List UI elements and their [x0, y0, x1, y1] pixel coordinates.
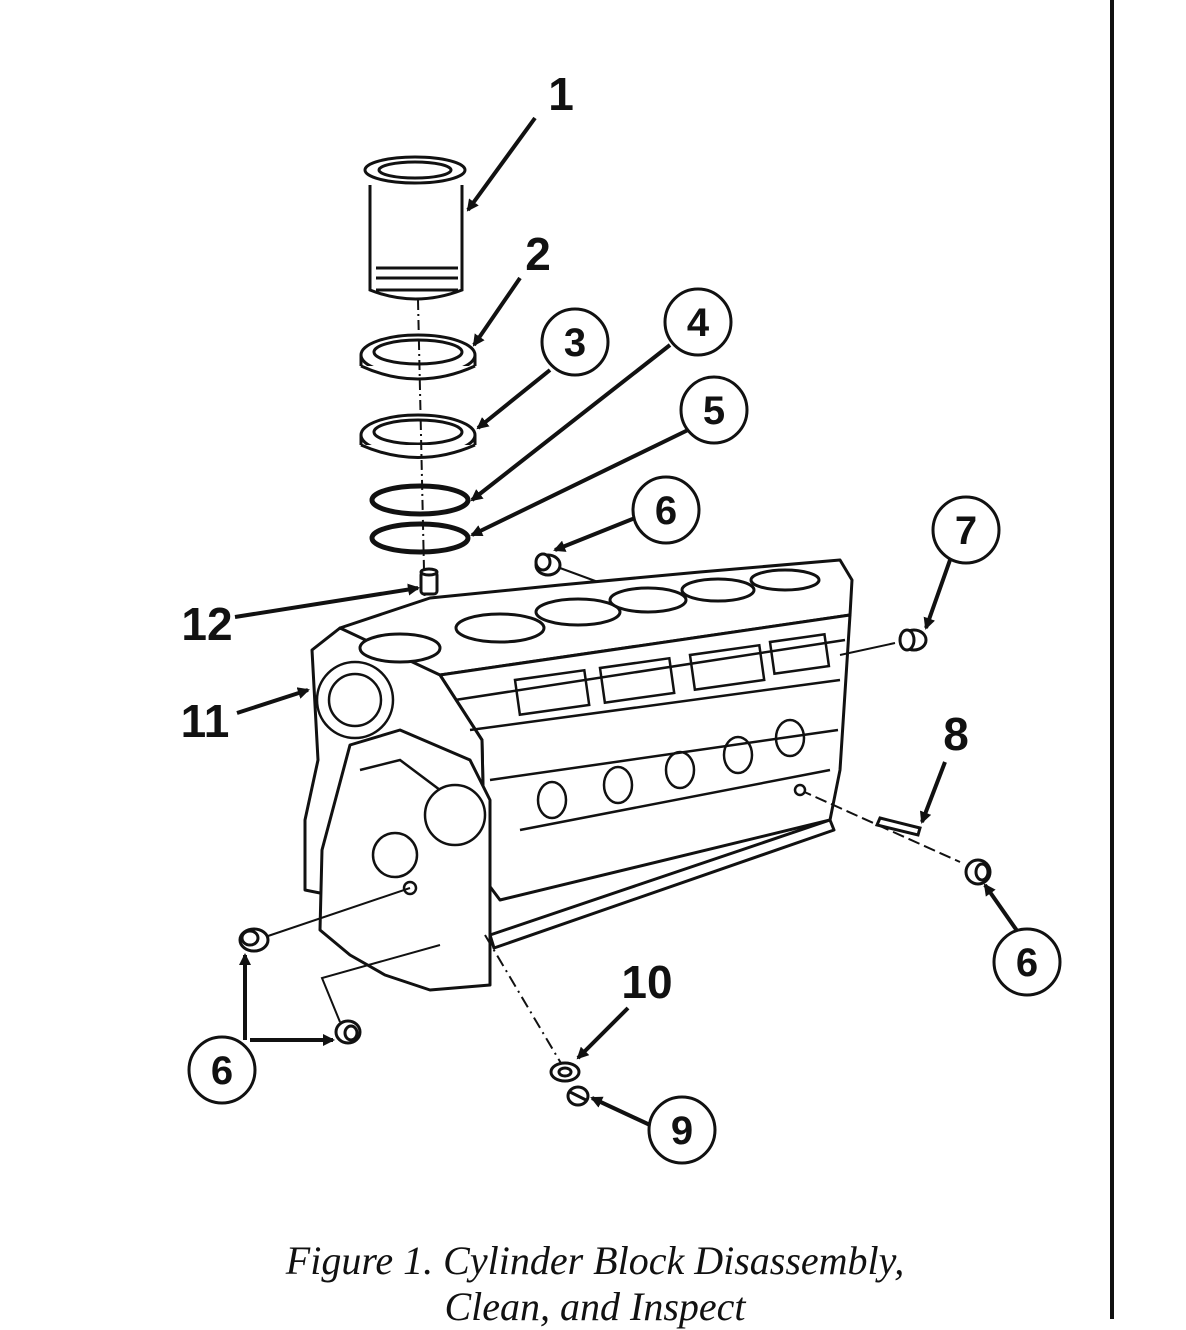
- dowel-pin: [419, 567, 439, 596]
- callout-6-right: 6: [992, 927, 1062, 997]
- callout-12: 12: [181, 598, 232, 650]
- plug-left-upper-leader: [267, 887, 411, 937]
- block-front-details: [315, 660, 487, 896]
- plug-top: [534, 552, 562, 577]
- sealing-washer: [549, 1061, 581, 1083]
- callout-6-right-label: 6: [1016, 941, 1038, 985]
- callout-8: 8: [943, 708, 969, 760]
- block-side-details: [454, 632, 846, 832]
- tube-dowel: [874, 816, 922, 837]
- o-ring-upper: [369, 483, 471, 517]
- callout-3-label: 3: [564, 321, 586, 365]
- callout-3: 3: [540, 307, 610, 377]
- callout-5: 5: [679, 375, 749, 445]
- cylinder-liner: [363, 155, 467, 301]
- callout-7: 7: [931, 495, 1001, 565]
- plug-left-upper: [238, 927, 270, 953]
- plug-left-lower-leader: [320, 944, 441, 1023]
- exploded-view-diagram: 1 2 3 4 5 6 7 8 6 12 11 10 9 6: [181, 68, 1062, 1165]
- plug-top-leader: [559, 567, 599, 583]
- callout-2: 2: [525, 228, 551, 280]
- callout-9-label: 9: [671, 1109, 693, 1153]
- callout-5-label: 5: [703, 389, 725, 433]
- part-9-10-leader: [484, 934, 566, 1071]
- callout-6-bottom-left-label: 6: [211, 1049, 233, 1093]
- drain-plug: [566, 1085, 590, 1107]
- callout-7-label: 7: [955, 509, 977, 553]
- spacer-ring: [359, 413, 477, 459]
- liner-seal-ring: [359, 333, 477, 381]
- plug-right-lower: [964, 858, 992, 886]
- part-8-leader: [799, 789, 961, 863]
- caption-line-1: Figure 1. Cylinder Block Disassembly,: [285, 1238, 905, 1283]
- page-margin-rule: [1110, 0, 1114, 1319]
- callout-9: 9: [647, 1095, 717, 1165]
- callout-6-top-label: 6: [655, 489, 677, 533]
- cylinder-bores: [358, 568, 821, 664]
- caption-line-2: Clean, and Inspect: [444, 1284, 746, 1329]
- callout-6-top: 6: [631, 475, 701, 545]
- callout-4: 4: [663, 287, 733, 357]
- part-8-hole: [793, 783, 807, 797]
- callout-4-label: 4: [687, 301, 710, 345]
- callout-6-bottom-left: 6: [187, 1035, 257, 1105]
- o-ring-lower: [369, 521, 471, 555]
- plug-7-leader: [839, 642, 896, 656]
- callout-1: 1: [548, 68, 574, 120]
- figure-caption: Figure 1. Cylinder Block Disassembly, Cl…: [180, 1238, 1010, 1330]
- expansion-plug-right: [898, 628, 928, 652]
- callout-arrows: [234, 116, 1022, 1127]
- callout-10: 10: [621, 956, 672, 1008]
- plug-left-lower: [334, 1019, 362, 1045]
- callout-11: 11: [181, 695, 230, 747]
